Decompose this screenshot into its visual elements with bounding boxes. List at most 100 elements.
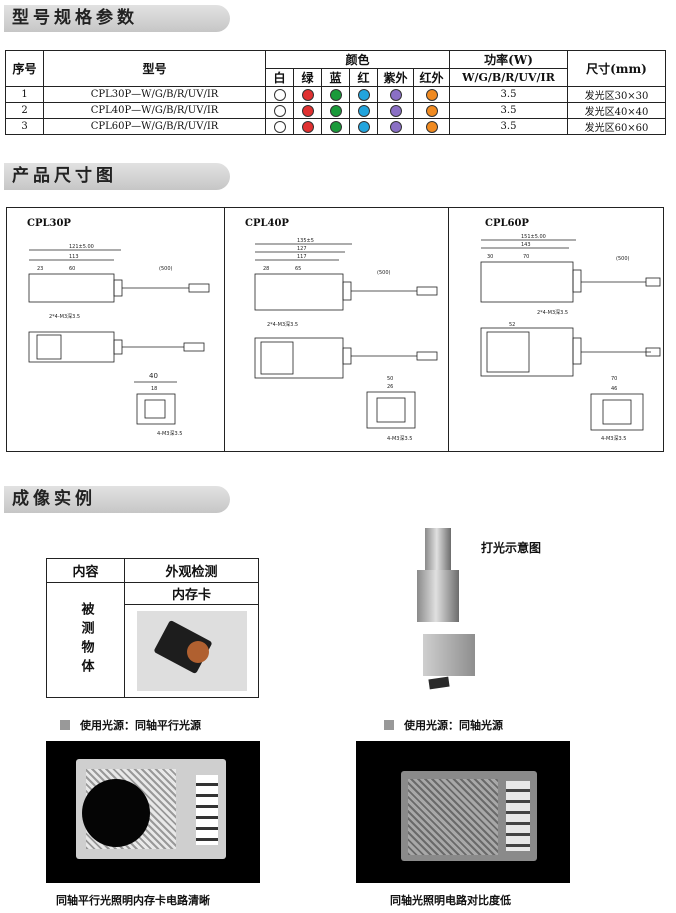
cell-size: 发光区30×30 bbox=[567, 86, 666, 103]
dim-label: (500) bbox=[616, 256, 629, 262]
light-text: 使用光源：同轴光源 bbox=[404, 719, 503, 732]
header-content: 内容 bbox=[46, 558, 125, 583]
dim-label: 23 bbox=[37, 266, 43, 272]
color-dot bbox=[425, 120, 438, 133]
caption-right: 同轴光照明电路对比度低 bbox=[390, 894, 511, 907]
dim-label: 65 bbox=[295, 266, 301, 272]
color-dot bbox=[389, 120, 402, 133]
cell-model: CPL40P—W/G/B/R/UV/IR bbox=[43, 102, 266, 119]
swatch-cell bbox=[321, 102, 350, 119]
swatch-cell bbox=[413, 86, 450, 103]
diagram-label: 打光示意图 bbox=[481, 541, 542, 555]
header-color-white: 白 bbox=[265, 68, 294, 87]
color-dot bbox=[273, 120, 286, 133]
spec-table: 序号 型号 颜色 功率(W) 尺寸(mm) 白 绿 蓝 红 紫外 红外 W/G/… bbox=[5, 50, 666, 135]
header-color: 颜色 bbox=[265, 50, 450, 69]
cell-size: 发光区60×60 bbox=[567, 118, 666, 135]
cell-no: 3 bbox=[5, 118, 44, 135]
dim-label: 28 bbox=[263, 266, 269, 272]
header-power-sub: W/G/B/R/UV/IR bbox=[449, 68, 568, 87]
table-row: 3 CPL60P—W/G/B/R/UV/IR 3.5 发光区60×60 bbox=[5, 118, 666, 135]
section-title-specs: 型号规格参数 bbox=[4, 5, 230, 32]
light-label-right: 使用光源：同轴光源 bbox=[384, 717, 503, 733]
dim-label: 127 bbox=[297, 246, 307, 252]
dim-label: 121±5.00 bbox=[69, 244, 94, 250]
swatch-cell bbox=[377, 86, 414, 103]
section-title-dimensions: 产品尺寸图 bbox=[4, 163, 230, 190]
section-title-examples: 成像实例 bbox=[4, 486, 230, 513]
color-dot bbox=[329, 104, 342, 117]
color-dot bbox=[329, 120, 342, 133]
dim-label: 143 bbox=[521, 242, 531, 248]
color-dot bbox=[273, 104, 286, 117]
color-dot bbox=[357, 120, 370, 133]
drawing-cpl60p: 151±5.00 143 30 70 (500) 2*4-M3深3.5 52 7… bbox=[480, 234, 661, 442]
header-item: 被测物体 bbox=[46, 582, 125, 698]
dim-label: 30 bbox=[487, 254, 493, 260]
drawing-title: CPL60P bbox=[485, 218, 529, 229]
card-chip bbox=[186, 641, 209, 663]
color-dot bbox=[425, 104, 438, 117]
cell-no: 1 bbox=[5, 86, 44, 103]
color-dot bbox=[389, 88, 402, 101]
cell-size: 发光区40×40 bbox=[567, 102, 666, 119]
dim-label: (500) bbox=[159, 266, 172, 272]
swatch-cell bbox=[377, 102, 414, 119]
dim-label: 113 bbox=[69, 254, 79, 260]
swatch-cell bbox=[293, 118, 322, 135]
swatch-cell bbox=[265, 118, 294, 135]
cell-power: 3.5 bbox=[449, 118, 568, 135]
bullet-square bbox=[384, 720, 394, 730]
swatch-cell bbox=[321, 118, 350, 135]
dim-label: 18 bbox=[151, 386, 157, 392]
dim-label: 4-M3深3.5 bbox=[157, 430, 182, 437]
object-chip bbox=[428, 676, 450, 690]
color-dot bbox=[301, 104, 314, 117]
dim-label: 135±5 bbox=[297, 238, 314, 244]
bullet-square bbox=[60, 720, 70, 730]
dim-label: 60 bbox=[69, 266, 75, 272]
dim-label: (500) bbox=[377, 270, 390, 276]
swatch-cell bbox=[377, 118, 414, 135]
header-power: 功率(W) bbox=[449, 50, 568, 69]
dim-label: 70 bbox=[611, 376, 617, 382]
divider bbox=[448, 208, 449, 451]
header-color-red: 红 bbox=[349, 68, 378, 87]
swatch-cell bbox=[321, 86, 350, 103]
swatch-cell bbox=[349, 118, 378, 135]
color-dot bbox=[357, 104, 370, 117]
header-color-blue: 蓝 bbox=[321, 68, 350, 87]
drawing-title: CPL40P bbox=[245, 218, 289, 229]
dim-label: 117 bbox=[297, 254, 307, 260]
cell-model: CPL60P—W/G/B/R/UV/IR bbox=[43, 118, 266, 135]
dim-label: 50 bbox=[387, 376, 393, 382]
card-pins bbox=[196, 775, 218, 845]
dim-label: 40 bbox=[149, 372, 158, 380]
swatch-cell bbox=[413, 118, 450, 135]
header-color-ir: 红外 bbox=[413, 68, 450, 87]
swatch-cell bbox=[293, 86, 322, 103]
header-inspect: 外观检测 bbox=[124, 558, 259, 583]
drawing-title: CPL30P bbox=[27, 218, 71, 229]
dark-spot bbox=[82, 779, 150, 847]
header-color-uv: 紫外 bbox=[377, 68, 414, 87]
color-dot bbox=[357, 88, 370, 101]
dim-label: 4-M3深3.5 bbox=[601, 435, 626, 442]
table-row: 1 CPL30P—W/G/B/R/UV/IR 3.5 发光区30×30 bbox=[5, 86, 666, 103]
cell-power: 3.5 bbox=[449, 102, 568, 119]
dimension-drawings: CPL30P 121±5.00 113 23 60 (500) 2*4-M3深3… bbox=[6, 207, 664, 452]
swatch-cell bbox=[349, 102, 378, 119]
cell-power: 3.5 bbox=[449, 86, 568, 103]
divider bbox=[224, 208, 225, 451]
light-label-left: 使用光源：同轴平行光源 bbox=[60, 717, 201, 733]
dim-label: 2*4-M3深3.5 bbox=[267, 321, 298, 328]
circuit-pattern bbox=[408, 779, 498, 855]
lens-lower bbox=[417, 570, 459, 622]
light-text: 使用光源：同轴平行光源 bbox=[80, 719, 201, 732]
header-size: 尺寸(mm) bbox=[567, 50, 666, 87]
dim-label: 70 bbox=[523, 254, 529, 260]
caption-left: 同轴平行光照明内存卡电路清晰 bbox=[56, 894, 210, 907]
coaxial-light bbox=[423, 634, 475, 676]
color-dot bbox=[273, 88, 286, 101]
swatch-cell bbox=[265, 102, 294, 119]
